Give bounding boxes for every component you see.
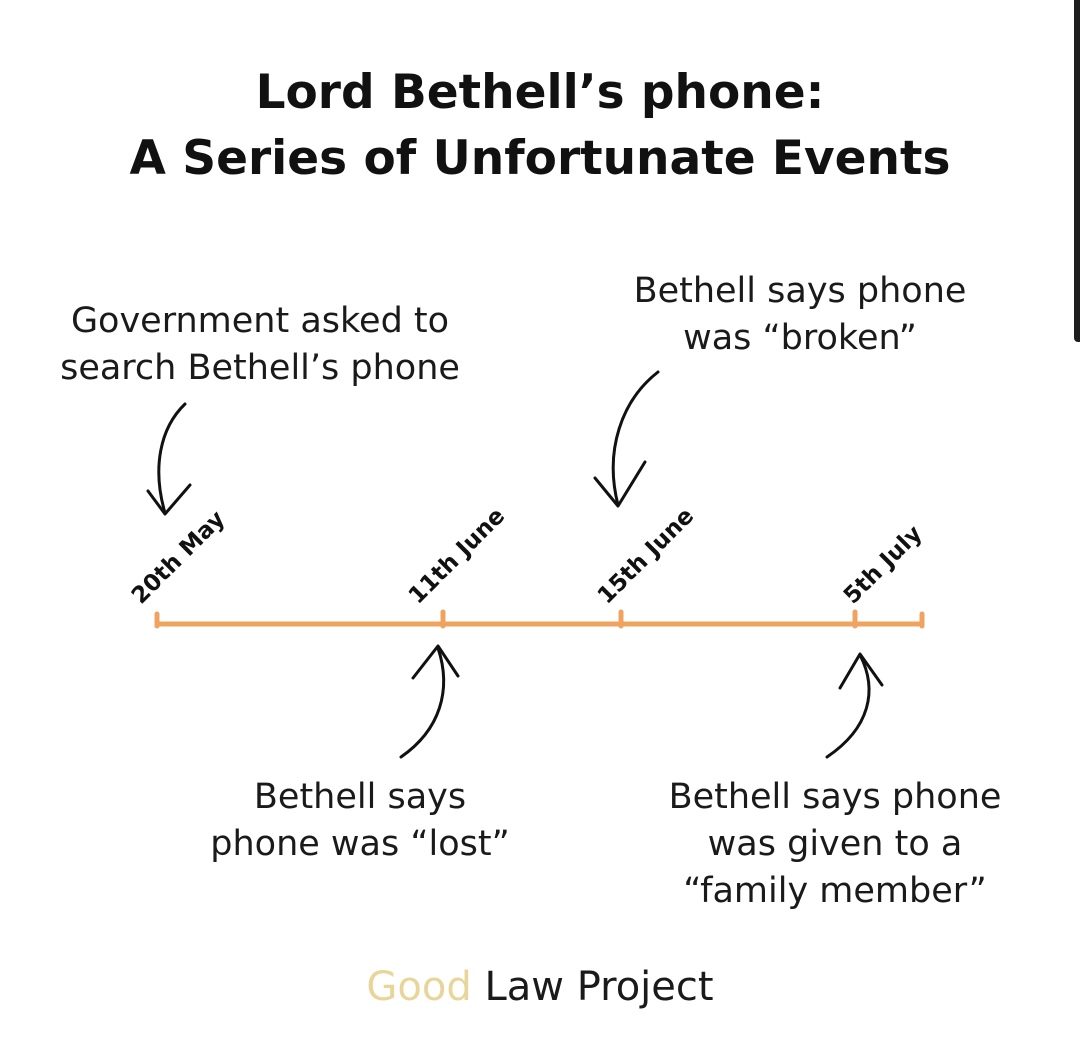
title-line-1: Lord Bethell’s phone: (255, 65, 825, 120)
note-line: Bethell says phone (633, 271, 967, 311)
note-line: was given to a (707, 824, 963, 864)
arrow-11th-june (399, 644, 460, 759)
timeline-axis (154, 609, 925, 629)
screen-edge-bar (1074, 0, 1080, 342)
note-line: search Bethell’s phone (60, 348, 460, 388)
event-note-20th-may: Government asked to search Bethell’s pho… (20, 298, 500, 392)
note-line: Bethell says phone (668, 777, 1002, 817)
note-line: Government asked to (70, 301, 450, 341)
event-note-15th-june: Bethell says phone was “broken” (560, 268, 1040, 362)
brand-logo: Good Law Project (0, 960, 1080, 1014)
event-note-5th-july: Bethell says phone was given to a “famil… (620, 774, 1050, 915)
note-line: Bethell says (253, 777, 467, 817)
date-label-15th-june: 15th June (592, 503, 700, 610)
note-line: phone was “lost” (210, 824, 510, 864)
date-label-5th-july: 5th July (838, 520, 928, 610)
note-line: was “broken” (683, 318, 917, 358)
title-line-2: A Series of Unfortunate Events (129, 131, 951, 186)
arrow-15th-june (593, 370, 660, 508)
date-label-11th-june: 11th June (403, 503, 511, 610)
arrow-5th-july (825, 652, 884, 759)
date-label-20th-may: 20th May (126, 506, 231, 610)
brand-word-good: Good (366, 964, 472, 1010)
arrow-20th-may (146, 402, 192, 516)
note-line: “family member” (683, 871, 987, 911)
event-note-11th-june: Bethell says phone was “lost” (150, 774, 570, 868)
brand-word-law-project: Law Project (471, 964, 714, 1010)
